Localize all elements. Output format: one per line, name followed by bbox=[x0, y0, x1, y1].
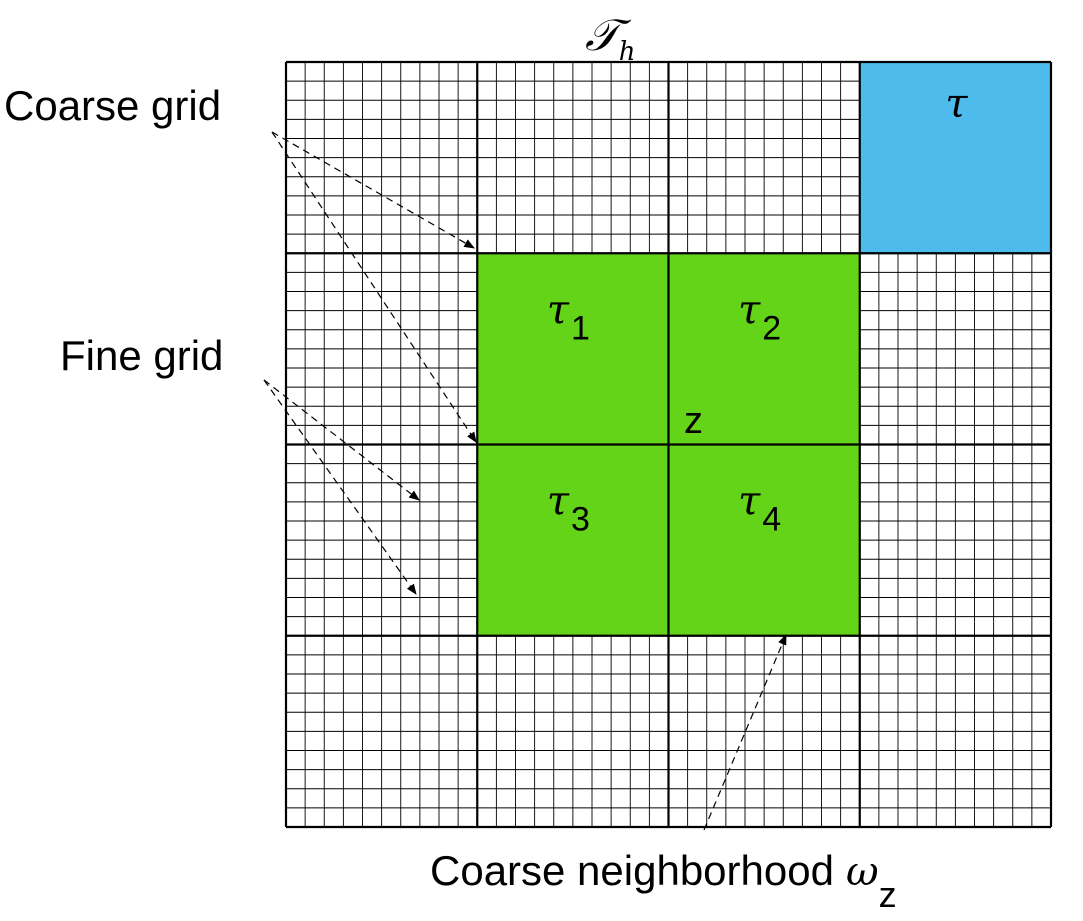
cell-label-4: τ4 bbox=[738, 479, 781, 539]
cell-fill-1 bbox=[477, 253, 669, 445]
omega-symbol: ω bbox=[846, 849, 879, 895]
mesh-title-subscript: h bbox=[619, 37, 636, 67]
cell-label-subscript-1: 1 bbox=[571, 309, 590, 347]
cell-fill-4 bbox=[668, 444, 860, 636]
fine-grid-arrow-1 bbox=[263, 379, 420, 501]
cell-label-1: τ1 bbox=[547, 287, 590, 347]
fine-grid-arrow-2 bbox=[263, 379, 417, 595]
node-z-label: z bbox=[684, 400, 703, 442]
coarse-neighborhood-text: Coarse neighborhood bbox=[430, 847, 834, 894]
fine-grid-label: Fine grid bbox=[60, 332, 223, 379]
highlighted-cells bbox=[477, 62, 1051, 636]
cell-label-symbol-1: τ bbox=[547, 287, 570, 333]
cell-label-symbol-2: τ bbox=[738, 287, 761, 333]
fine-grid-arrows bbox=[263, 379, 420, 595]
coarse-grid-arrow-2 bbox=[271, 131, 477, 443]
cell-label-0: τ bbox=[945, 81, 968, 127]
coarse-neighborhood-label: Coarse neighborhood ωz bbox=[430, 847, 897, 915]
coarse-grid-arrow-1 bbox=[271, 131, 475, 249]
cell-label-symbol-4: τ bbox=[738, 479, 761, 525]
fine-grid bbox=[286, 62, 1051, 827]
cell-fill-0 bbox=[859, 62, 1051, 254]
cell-fill-3 bbox=[477, 444, 669, 636]
cell-label-3: τ3 bbox=[547, 479, 590, 539]
cell-label-subscript-4: 4 bbox=[762, 501, 781, 539]
cell-label-subscript-2: 2 bbox=[762, 309, 781, 347]
cell-fill-2 bbox=[668, 253, 860, 445]
coarse-grid-label: Coarse grid bbox=[4, 82, 221, 129]
cell-label-symbol-3: τ bbox=[547, 479, 570, 525]
cell-label-symbol-0: τ bbox=[945, 81, 968, 127]
omega-subscript: z bbox=[879, 874, 897, 915]
mesh-title: 𝒯h bbox=[585, 10, 635, 67]
cell-label-subscript-3: 3 bbox=[571, 501, 590, 539]
coarse-grid-arrows bbox=[271, 131, 477, 443]
cell-label-2: τ2 bbox=[738, 287, 781, 347]
coarse-grid bbox=[284, 60, 1053, 829]
